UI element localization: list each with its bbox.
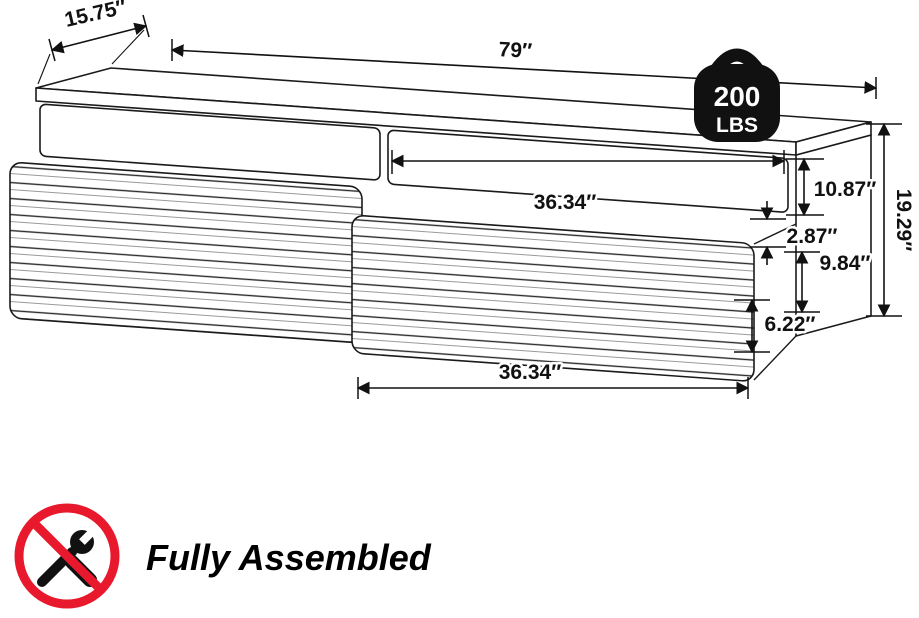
drawer-right: [387, 129, 789, 213]
no-tools-icon: [14, 503, 120, 609]
dimension-depth: 15.75″: [37, 0, 150, 85]
dimension-upper-section-height-label: 10.87″: [814, 178, 877, 201]
dimension-depth-label: 15.75″: [62, 0, 128, 32]
dimension-tier-gap: 2.87″: [750, 201, 840, 265]
prohibition-slash: [32, 521, 102, 591]
dimension-drawer-front-height: 6.22″: [734, 298, 818, 354]
dimension-upper-section-height: 10.87″: [786, 157, 879, 217]
wrench-jaw-notch: [79, 525, 99, 545]
dimension-lower-drawer-width-label: 36.34″: [499, 361, 562, 384]
dimension-tier-gap-label: 2.87″: [787, 225, 838, 248]
bottom-edge-line: [753, 335, 797, 381]
shelf-edge-line: [753, 223, 797, 245]
dimension-drawer-front-height-label: 6.22″: [765, 313, 816, 336]
dimension-lower-drawer-width: 36.34″: [356, 359, 750, 399]
dimension-overall-height: 19.29″: [866, 122, 918, 318]
weight-value-label: 200: [714, 81, 761, 112]
weight-body: [694, 64, 780, 142]
weight-icon: 200 LBS: [694, 48, 780, 142]
dimension-lower-section-height: 9.84″: [784, 250, 873, 314]
drawer-left: [39, 103, 381, 181]
slat-drawer-left: [9, 162, 363, 344]
top-right-edge: [795, 121, 872, 156]
prohibition-ring: [14, 503, 120, 609]
dimension-upper-drawer-width-label: 36.34″: [534, 191, 597, 214]
dimension-lower-section-height-label: 9.84″: [820, 252, 871, 275]
fully-assembled-label: Fully Assembled: [146, 537, 432, 578]
dimension-width-label: 79″: [498, 38, 533, 63]
weight-unit-label: LBS: [716, 114, 758, 137]
tv-stand-drawing: [9, 67, 872, 382]
dimension-overall-height-label: 19.29″: [892, 189, 915, 252]
dimension-upper-drawer-width: 36.34″: [390, 150, 786, 217]
slat-drawer-right: [351, 215, 755, 382]
